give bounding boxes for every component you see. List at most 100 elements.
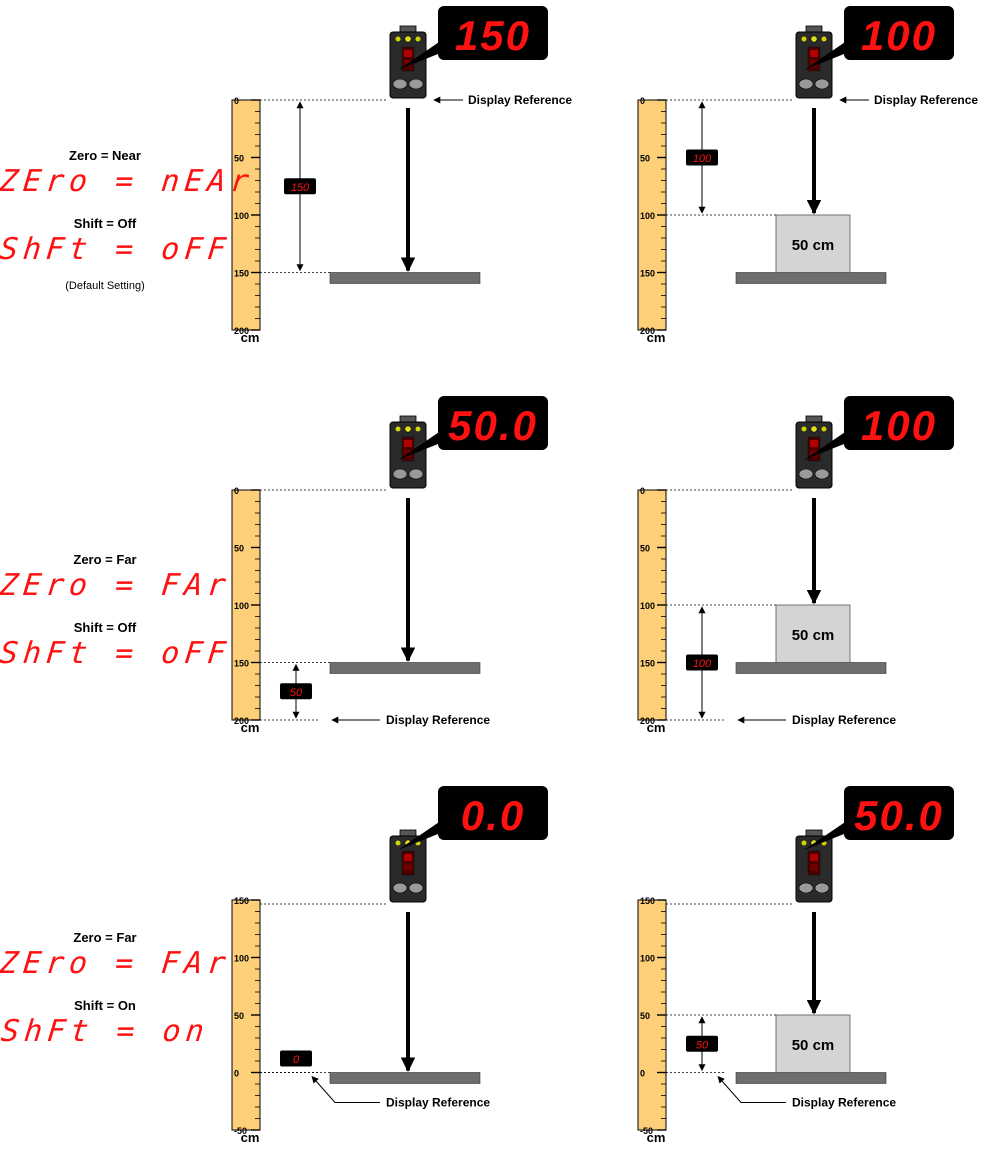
ruler-tick-label: 50 xyxy=(234,154,244,164)
measure-display xyxy=(280,1050,312,1067)
shift-setting-display: ShFt = oFF xyxy=(0,232,233,267)
ruler-tick-label: 50 xyxy=(234,1011,244,1021)
zero-setting-display: ZEro = nEAr xyxy=(0,164,256,199)
sensor-led xyxy=(810,425,818,433)
sensor-button xyxy=(392,882,408,894)
display-reference-arrow xyxy=(311,1075,380,1103)
shift-setting-label: Shift = Off xyxy=(73,620,137,635)
sensor-button xyxy=(408,882,424,894)
display-reference-label: Display Reference xyxy=(792,713,896,727)
ruler-tick-label: 50 xyxy=(234,544,244,554)
display-reference-label: Display Reference xyxy=(792,1096,896,1110)
ruler-tick-label: 100 xyxy=(234,601,249,611)
target-plate xyxy=(735,662,887,674)
sensor-button xyxy=(408,78,424,90)
sensor-led xyxy=(821,36,827,42)
sensor-led xyxy=(415,36,421,42)
sensor-mini-digit xyxy=(810,864,818,871)
sensor-mini-digit xyxy=(404,50,412,57)
display-callout-pointer xyxy=(804,36,854,70)
zero-setting-label: Zero = Far xyxy=(73,552,137,567)
ruler-tick-label: 50 xyxy=(640,1011,650,1021)
ruler-unit-label: cm xyxy=(647,1130,666,1145)
main-display-value: 50.0 xyxy=(854,792,944,839)
sensor-led xyxy=(395,426,401,432)
ruler-unit-label: cm xyxy=(241,720,260,735)
sensor-button xyxy=(392,468,408,480)
measure-display xyxy=(686,654,718,671)
target-box xyxy=(775,604,851,663)
sensor-button xyxy=(798,78,814,90)
sensor-mini-digit xyxy=(404,864,412,871)
ruler-tick-label: 150 xyxy=(640,659,655,669)
ruler-unit-label: cm xyxy=(647,330,666,345)
sensor-led xyxy=(404,35,412,43)
shift-setting-label: Shift = On xyxy=(74,998,136,1013)
ruler-tick-label: 100 xyxy=(640,211,655,221)
ruler-tick-label: 150 xyxy=(234,896,249,906)
target-plate xyxy=(329,1072,481,1084)
target-plate xyxy=(329,272,481,284)
sensor-mini-digit xyxy=(404,440,412,447)
display-callout-pointer xyxy=(398,816,448,850)
measure-display xyxy=(686,1035,718,1052)
ruler-tick-label: -50 xyxy=(234,1126,247,1136)
ruler-tick-label: -50 xyxy=(640,1126,653,1136)
ruler-tick-label: 100 xyxy=(640,601,655,611)
sensor-led xyxy=(404,425,412,433)
display-reference-label: Display Reference xyxy=(386,1096,490,1110)
main-display-value: 150 xyxy=(455,12,531,59)
sensor-led xyxy=(801,840,807,846)
ruler-tick-label: 200 xyxy=(640,716,655,726)
target-box-label: 50 cm xyxy=(792,1037,835,1054)
measure-display xyxy=(284,178,316,195)
measure-display-value: 100 xyxy=(693,658,712,670)
ruler-tick-label: 150 xyxy=(640,896,655,906)
measure-display-value: 100 xyxy=(693,153,712,165)
shift-setting-label: Shift = Off xyxy=(73,216,137,231)
measure-display-value: 0 xyxy=(293,1054,300,1066)
ruler-tick-label: 0 xyxy=(234,96,239,106)
shift-setting-display: ShFt = oFF xyxy=(0,636,233,671)
measure-display-value: 50 xyxy=(696,1039,709,1051)
main-display xyxy=(844,6,954,60)
sensor-button xyxy=(392,78,408,90)
sensor-led xyxy=(415,426,421,432)
target-box xyxy=(775,214,851,273)
sensor-cap xyxy=(399,25,417,33)
sensor-button xyxy=(408,468,424,480)
main-display xyxy=(438,396,548,450)
ruler-unit-label: cm xyxy=(647,720,666,735)
sensor-mini-digit xyxy=(810,440,818,447)
ruler-tick-label: 200 xyxy=(234,716,249,726)
main-display xyxy=(438,6,548,60)
ruler-tick-label: 0 xyxy=(234,486,239,496)
display-reference-label: Display Reference xyxy=(386,713,490,727)
sensor-button xyxy=(798,468,814,480)
ruler-unit-label: cm xyxy=(241,330,260,345)
main-display-value: 100 xyxy=(861,402,937,449)
sensor-mini-digit xyxy=(404,854,412,861)
sensor-cap xyxy=(805,25,823,33)
ruler-tick-label: 0 xyxy=(640,1069,645,1079)
main-display-value: 50.0 xyxy=(448,402,538,449)
target-box-label: 50 cm xyxy=(792,237,835,254)
target-plate xyxy=(735,1072,887,1084)
target-plate xyxy=(329,662,481,674)
sensor-cap xyxy=(399,415,417,423)
zero-setting-label: Zero = Far xyxy=(73,930,137,945)
sensor-button xyxy=(798,882,814,894)
main-display xyxy=(438,786,548,840)
display-reference-label: Display Reference xyxy=(874,93,978,107)
sensor-led xyxy=(395,840,401,846)
display-reference-label: Display Reference xyxy=(468,93,572,107)
ruler-tick-label: 150 xyxy=(640,269,655,279)
ruler-tick-label: 0 xyxy=(640,486,645,496)
measure-display-value: 150 xyxy=(291,182,310,194)
